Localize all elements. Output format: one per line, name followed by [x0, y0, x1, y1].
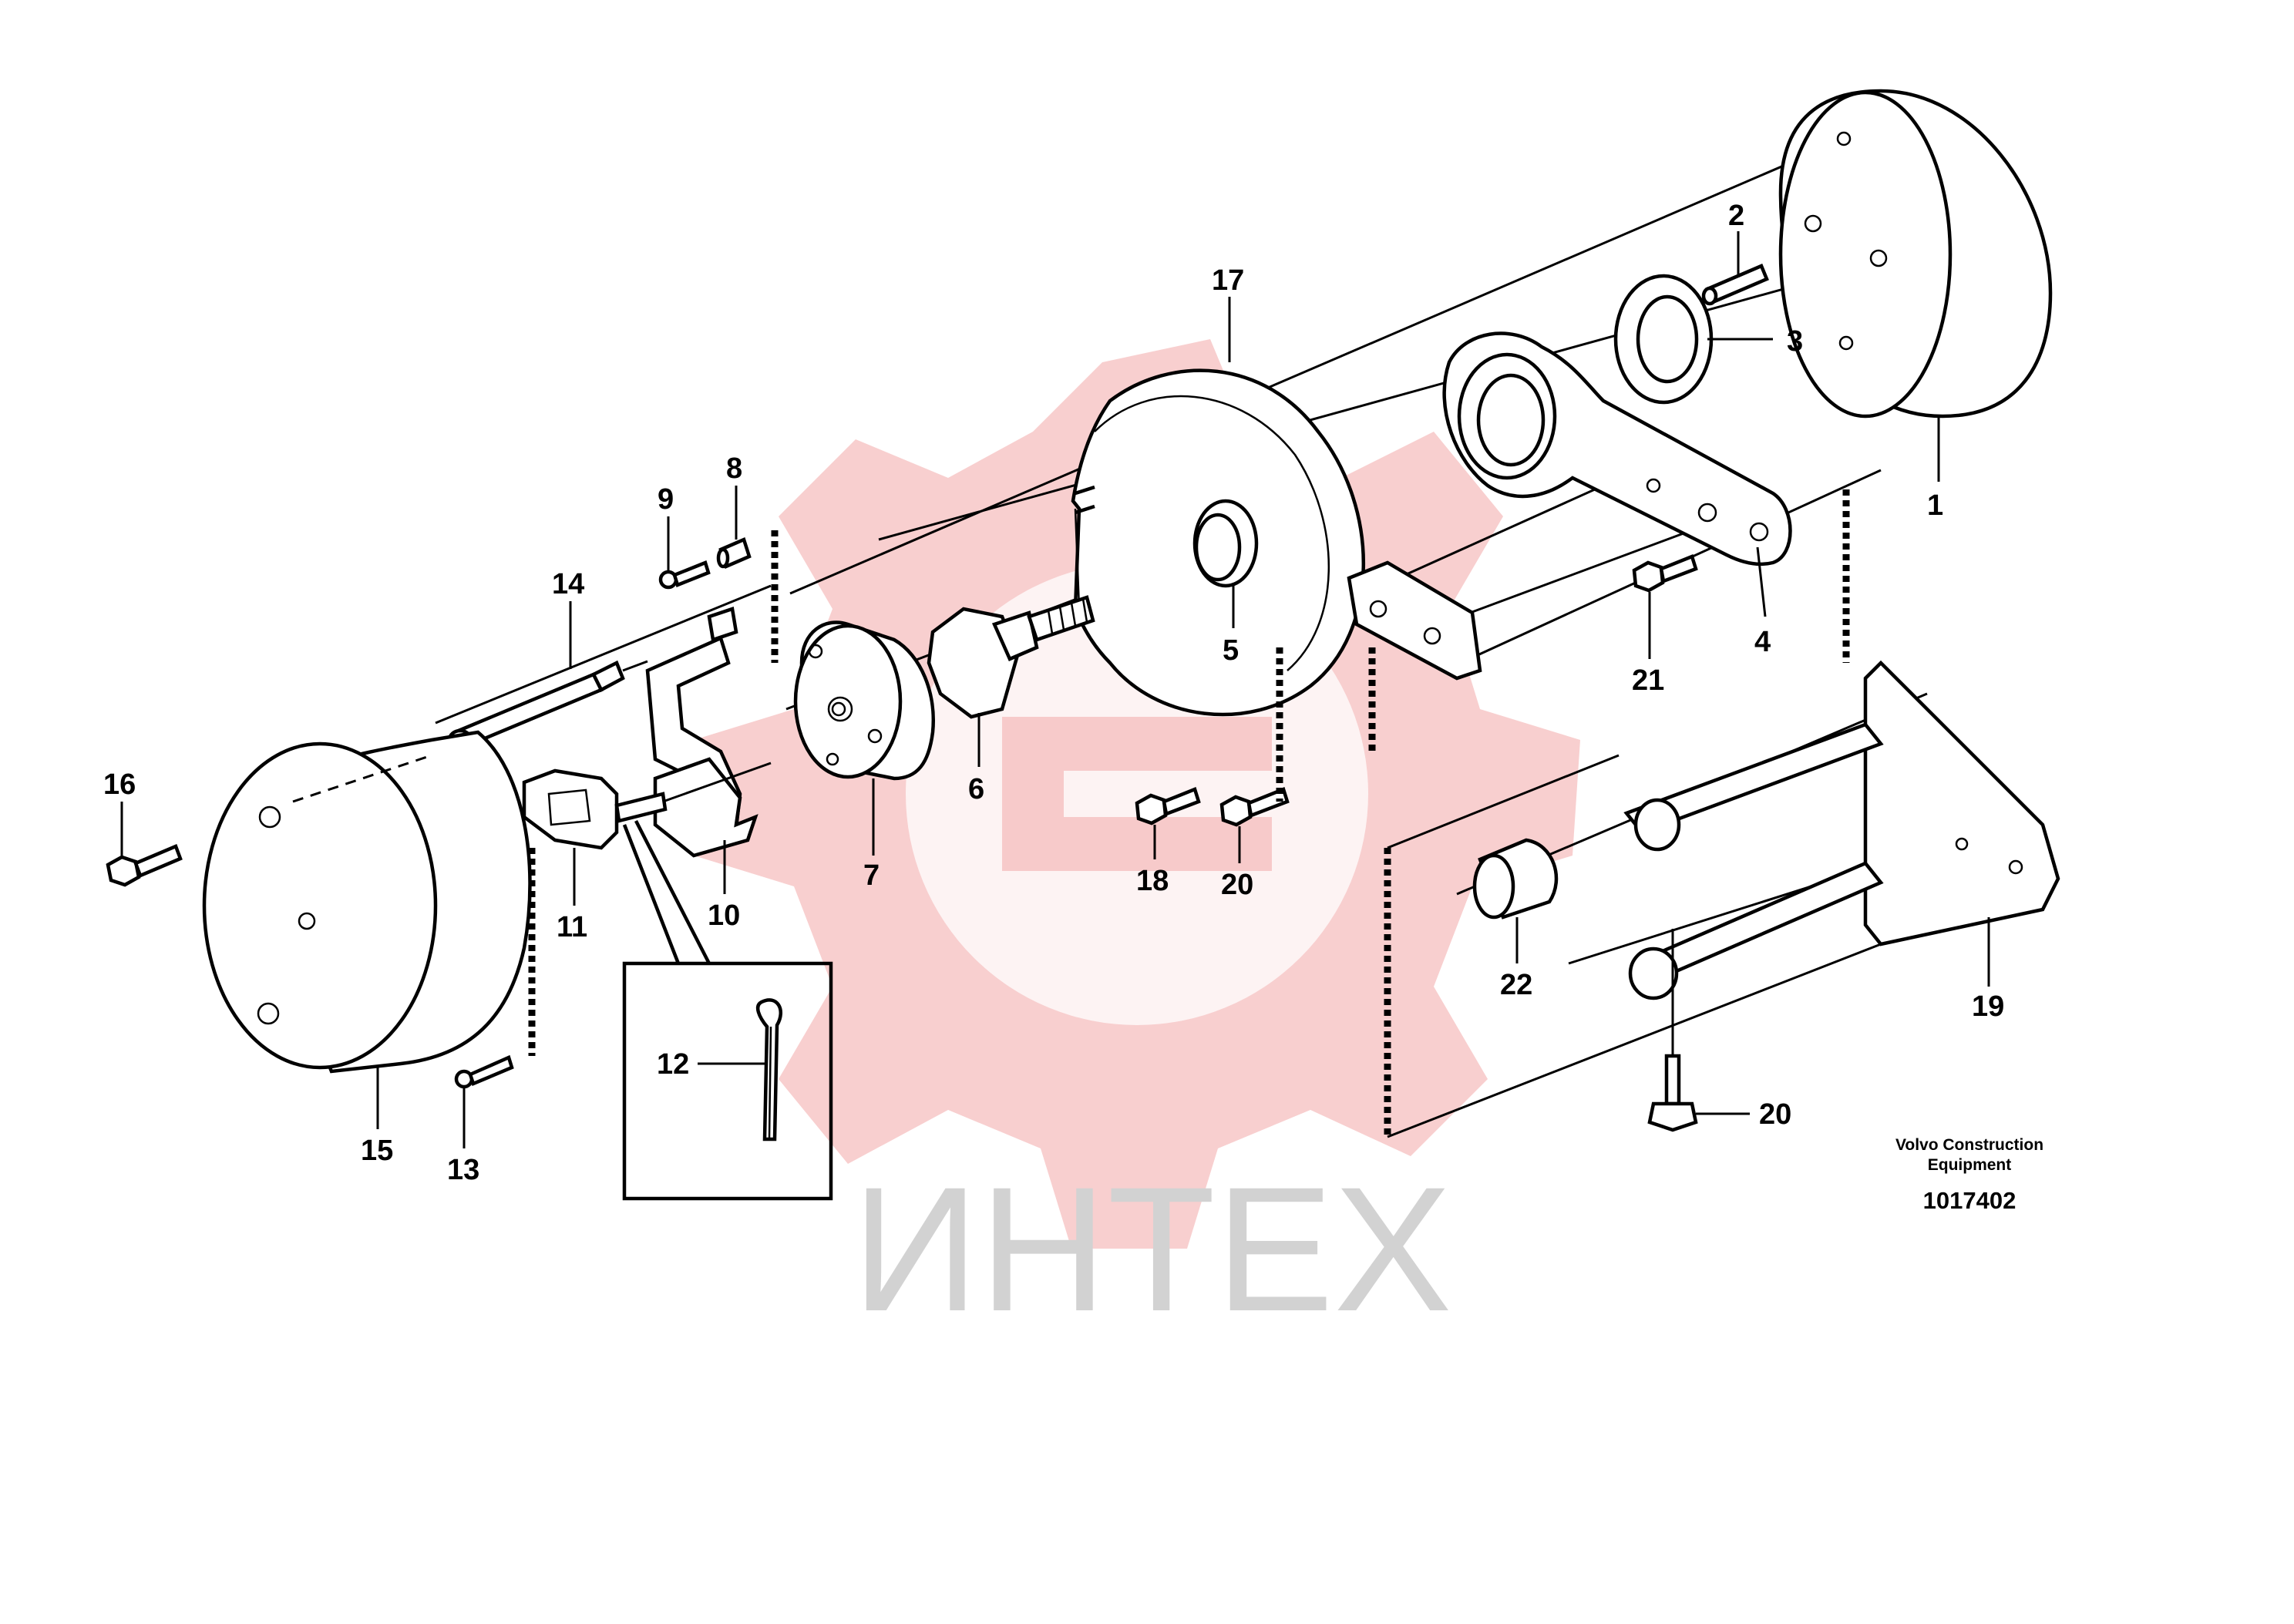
- mounting-plate: [1347, 560, 1482, 681]
- part-1-end-plate: [1778, 89, 2053, 419]
- part-5-bushing: [1192, 499, 1259, 588]
- callout-21: 21: [1632, 664, 1664, 697]
- part-10-bracket: [645, 607, 758, 858]
- leader-lines: [120, 231, 1990, 1148]
- callout-10: 10: [708, 899, 740, 932]
- callout-13: 13: [447, 1154, 479, 1186]
- callout-8: 8: [726, 452, 742, 485]
- callout-20-lower: 20: [1759, 1098, 1791, 1131]
- part-21-bolt: [1632, 554, 1698, 593]
- callout-labels: 1 2 3 4 5 6 7 8 9 10 11 12 13 14 15 16 1…: [103, 200, 2004, 1186]
- callout-7: 7: [863, 859, 880, 892]
- part-19-support-frame: [1623, 660, 2060, 1000]
- part-18-bolt: [1135, 787, 1201, 825]
- part-2-dowel-pin: [1701, 264, 1769, 306]
- callout-6: 6: [968, 773, 984, 805]
- callout-17: 17: [1212, 264, 1244, 297]
- callout-15: 15: [361, 1135, 393, 1167]
- document-number: 1017402: [1923, 1187, 2016, 1214]
- dashed-connectors: [528, 489, 1882, 1138]
- part-3-washer: [1613, 274, 1714, 405]
- part-8-spacer: [716, 536, 752, 570]
- part-7-hub: [793, 620, 935, 781]
- callout-12: 12: [657, 1048, 689, 1081]
- callout-14: 14: [552, 568, 584, 600]
- callout-11: 11: [557, 911, 587, 943]
- part-6-adjuster-bolt: [927, 595, 1095, 719]
- part-15-cover: [202, 730, 532, 1074]
- callout-9: 9: [658, 483, 674, 516]
- caption-block: Volvo Construction Equipment 1017402: [1895, 1136, 2043, 1214]
- callout-1: 1: [1927, 489, 1943, 522]
- part-11-sensor: [522, 762, 772, 850]
- callout-4: 4: [1754, 626, 1771, 658]
- callout-18: 18: [1136, 865, 1169, 897]
- detail-box-cotter-pin: [622, 819, 833, 1201]
- callout-2: 2: [1728, 200, 1744, 232]
- callout-19: 19: [1972, 990, 2004, 1023]
- caption-line-2: Equipment: [1928, 1156, 2012, 1174]
- callout-20-upper: 20: [1221, 869, 1253, 901]
- callout-5: 5: [1223, 634, 1239, 667]
- part-20-bolt-lower: [1647, 929, 1698, 1132]
- watermark-text: ИНТЕХ: [852, 1150, 1452, 1348]
- part-16-bolt: [106, 844, 183, 887]
- callout-16: 16: [103, 768, 136, 801]
- part-9-screw: [658, 560, 711, 590]
- callout-22: 22: [1500, 969, 1532, 1001]
- part-13-screw: [454, 1054, 514, 1089]
- part-22-bushing: [1472, 838, 1559, 920]
- part-20-bolt-upper: [1219, 787, 1290, 827]
- part-4-bearing-bracket: [1442, 331, 1792, 567]
- caption-line-1: Volvo Construction: [1895, 1136, 2043, 1154]
- callout-3: 3: [1787, 325, 1803, 358]
